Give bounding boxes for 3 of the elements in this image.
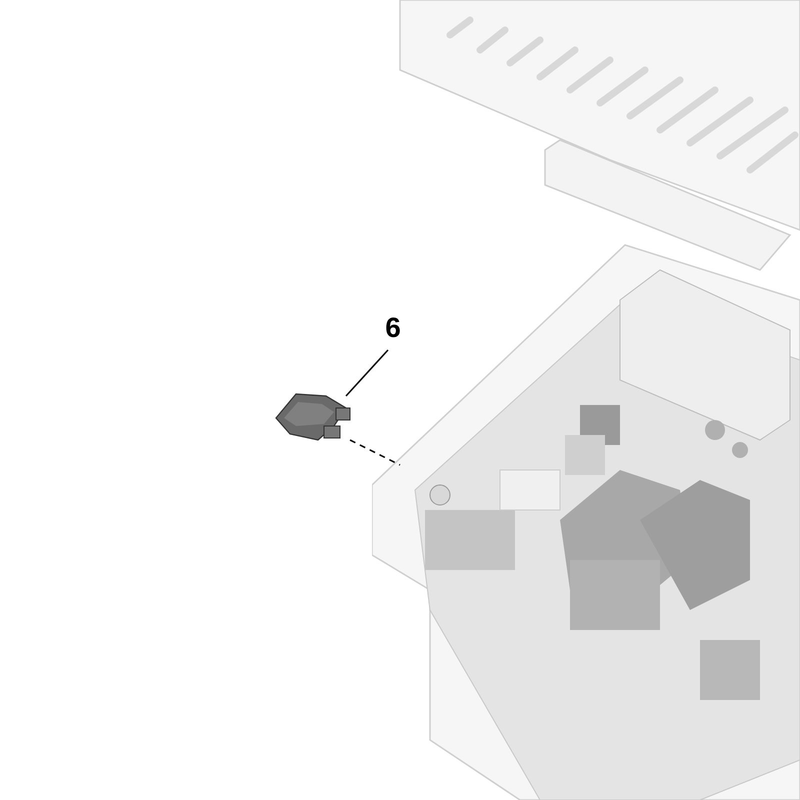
callout-number: 6	[384, 312, 402, 344]
assembly-line	[350, 439, 400, 466]
leader-line	[345, 349, 389, 397]
